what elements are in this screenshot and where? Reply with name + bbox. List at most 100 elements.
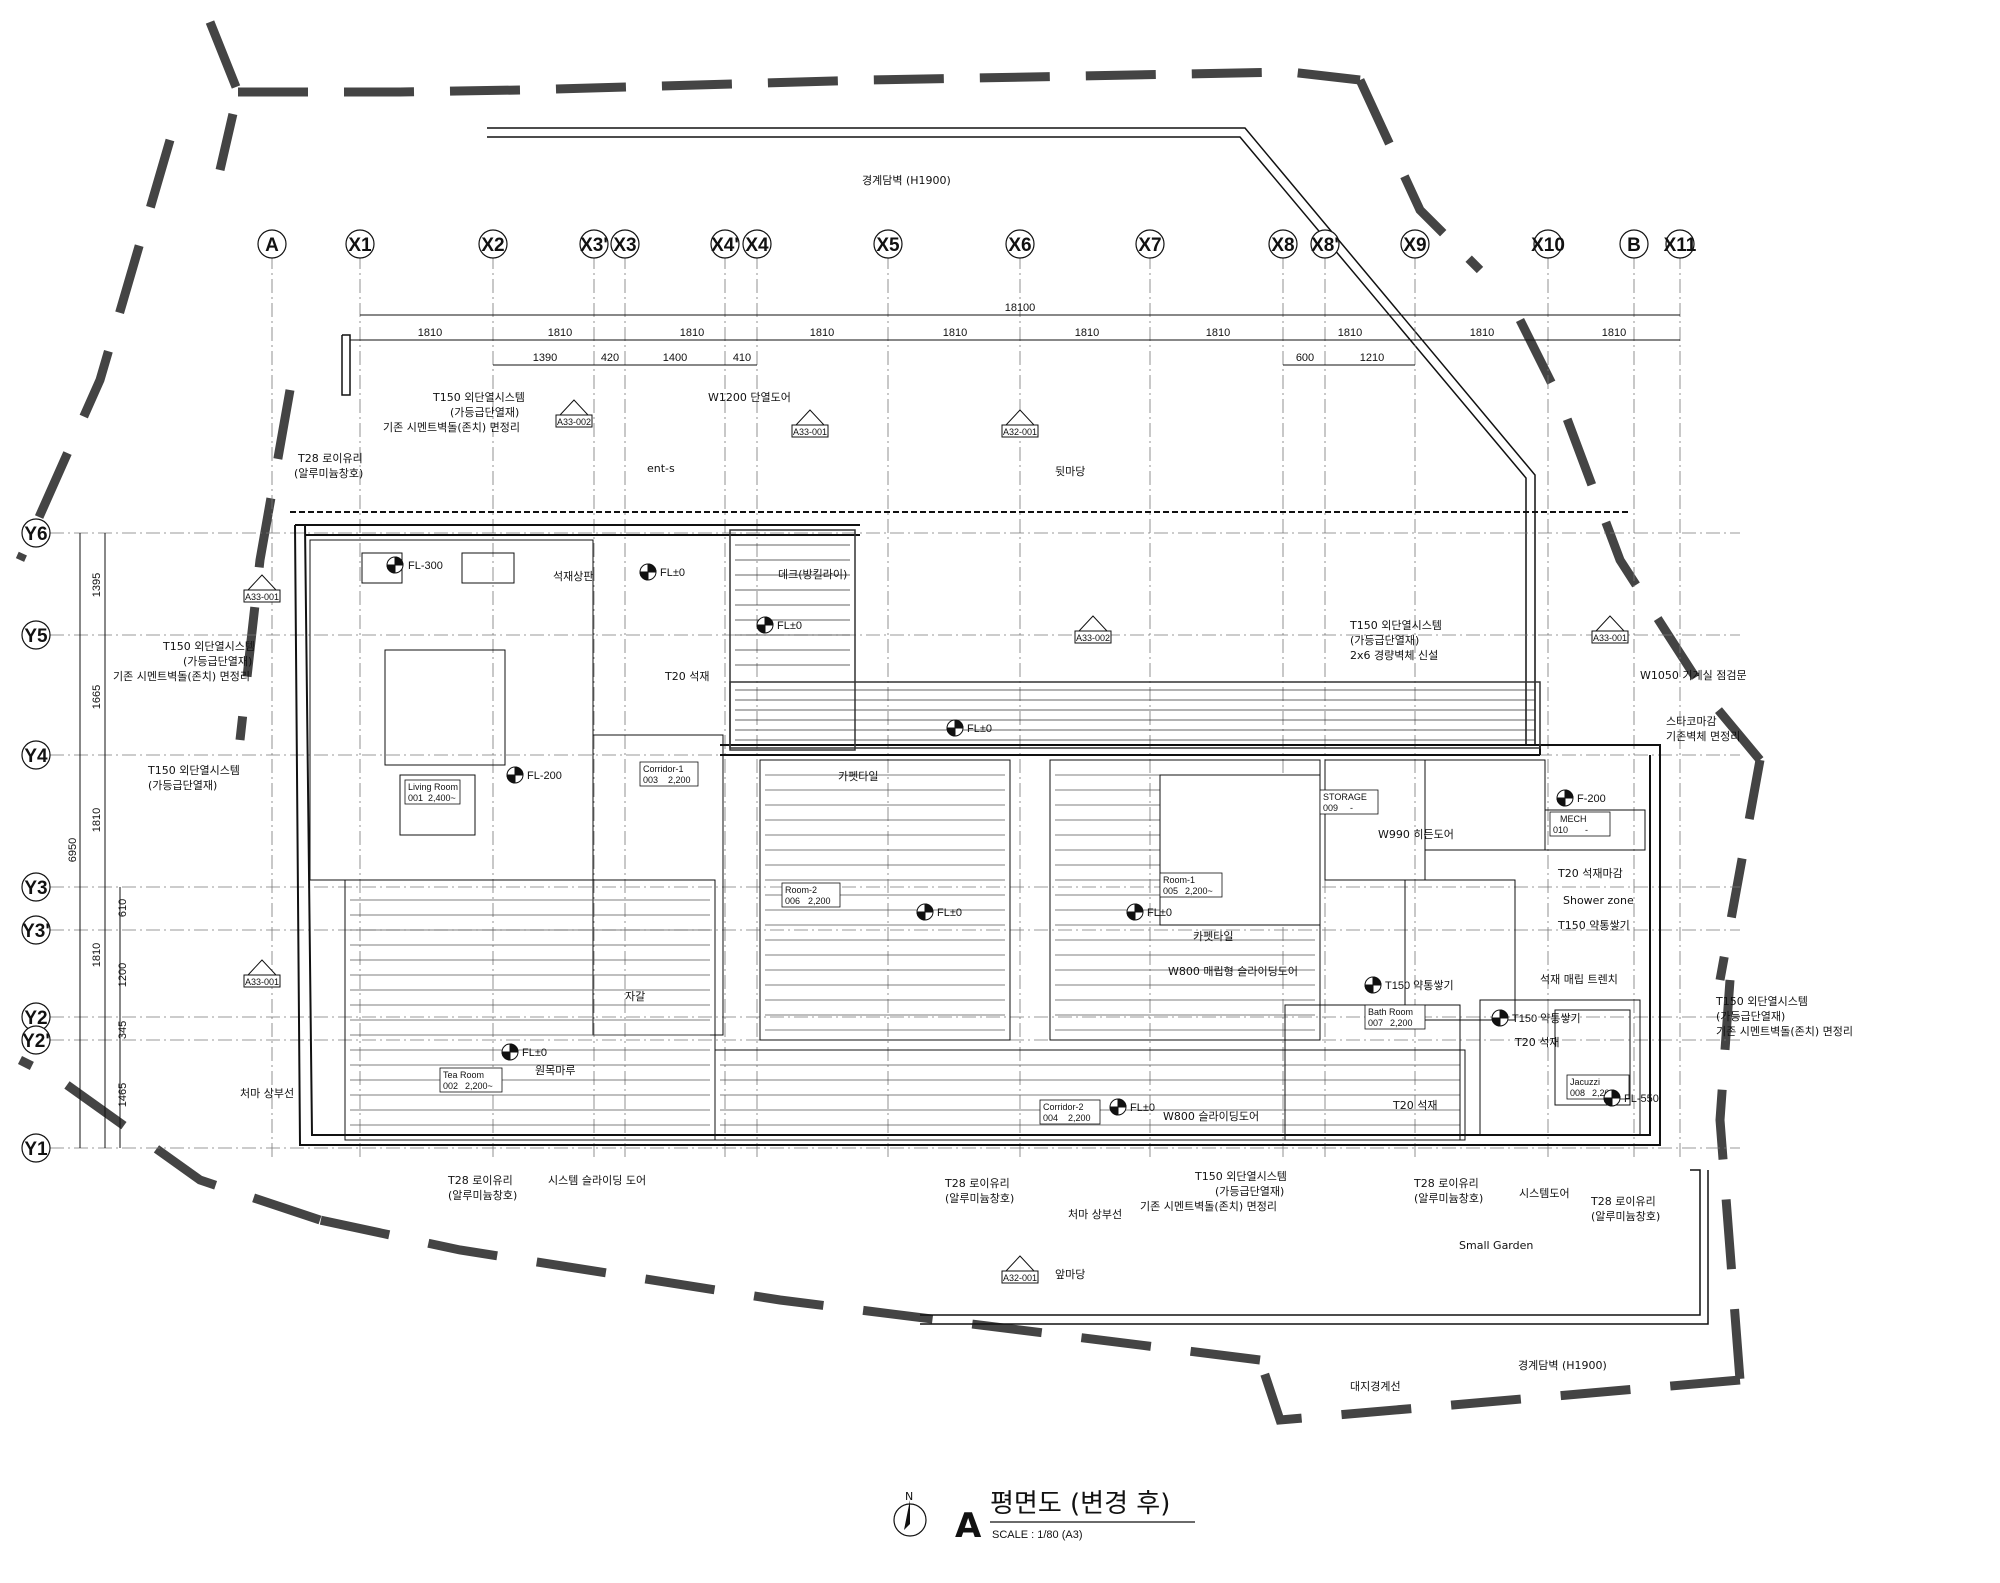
note: W800 슬라이딩도어 <box>1163 1110 1259 1123</box>
section-mark-sheet: A33-001 <box>793 427 827 437</box>
dim-bay: 1810 <box>680 327 704 339</box>
room-no: 008 <box>1570 1088 1585 1098</box>
boundary-wall-label-top: 경계담벽 (H1900) <box>862 174 951 187</box>
dim-vertical: 1395 <box>91 573 103 597</box>
note: Small Garden <box>1459 1239 1533 1252</box>
grid-labels-y: Y6 Y5 Y4 Y3 Y3' Y2 Y2' Y1 <box>22 524 50 1160</box>
grid-bubble-Y4 <box>21 740 51 770</box>
dimension-lines-left <box>79 533 121 1148</box>
property-boundary <box>15 20 1765 1425</box>
section-arrow <box>1594 615 1626 632</box>
room-no: 001 <box>408 793 423 803</box>
note: (알루미늄창호) <box>1414 1191 1483 1205</box>
room-area: - <box>1585 825 1588 835</box>
note: T150 외단열시스템 <box>147 764 240 777</box>
section-arrow <box>794 409 826 426</box>
note: 석재 매립 트렌치 <box>1540 973 1618 986</box>
tea-room-deck <box>344 879 716 1141</box>
level-label: FL±0 <box>1130 1102 1155 1114</box>
dim-bay: 1810 <box>1470 327 1494 339</box>
room-no: 005 <box>1163 886 1178 896</box>
note: (알루미늄창호) <box>1591 1209 1660 1223</box>
title-letter: A <box>955 1506 982 1546</box>
note: T28 로이유리 <box>1413 1177 1479 1190</box>
note: T150 외단열시스템 <box>432 391 525 404</box>
grid-label-X4: X4 <box>745 235 769 256</box>
grid-label-Y2: Y2 <box>24 1008 47 1029</box>
note: 스타코마감 <box>1666 715 1717 728</box>
exterior-walls <box>290 511 1661 1146</box>
dim-vertical: 1810 <box>91 943 103 967</box>
room-no: 009 <box>1323 803 1338 813</box>
room-no: 006 <box>785 896 800 906</box>
grid-bubbles-x <box>257 229 1695 259</box>
dimension-text-top: 18100 1810 1810 1810 1810 1810 1810 1810… <box>418 302 1626 364</box>
grid-bubble-Y5 <box>21 620 51 650</box>
note: W800 매립형 슬라이딩도어 <box>1168 965 1298 978</box>
grid-label-X8p: X8' <box>1311 235 1339 256</box>
title-block: N A 평면도 (변경 후) SCALE : 1/80 (A3) <box>893 1489 1195 1546</box>
grid-bubble-X7 <box>1135 229 1165 259</box>
note: W1200 단열도어 <box>708 391 791 404</box>
grid-label-Y6: Y6 <box>24 524 47 545</box>
room-tag-labels: Living Room 001 2,400~ Tea Room 002 2,20… <box>408 764 1615 1123</box>
boundary-wall-label-bottom: 경계담벽 (H1900) <box>1518 1359 1607 1372</box>
grid-bubble-X4p <box>710 229 740 259</box>
note: 기존 시멘트벽돌(존치) 면정리 <box>383 421 520 434</box>
dim-sub: 410 <box>733 352 751 364</box>
grid-label-X7: X7 <box>1138 235 1161 256</box>
note: (가등급단열재) <box>148 779 217 792</box>
note: 앞마당 <box>1055 1268 1085 1281</box>
grid-label-Y4: Y4 <box>24 746 48 767</box>
room-area: 2,200 <box>1390 1018 1413 1028</box>
dim-sub: 420 <box>601 352 619 364</box>
dim-bay: 1810 <box>810 327 834 339</box>
room-1-floor <box>1049 759 1321 1041</box>
note: T150 외단열시스템 <box>1194 1170 1287 1183</box>
note: W990 히든도어 <box>1378 827 1454 841</box>
annotation-notes: T150 외단열시스템 (가등급단열재) 기존 시멘트벽돌(존치) 면정리 W1… <box>113 391 1853 1281</box>
living-room-area <box>309 539 724 1036</box>
section-mark-sheet: A33-001 <box>245 592 279 602</box>
section-mark-sheet: A33-002 <box>557 417 591 427</box>
grid-bubbles-y <box>21 518 51 1163</box>
note: Shower zone <box>1563 894 1634 907</box>
room-name: Living Room <box>408 782 458 792</box>
section-mark-sheet: A32-001 <box>1003 427 1037 437</box>
dim-vertical: 1810 <box>91 808 103 832</box>
level-label: FL±0 <box>660 567 685 579</box>
note: 시스템도어 <box>1519 1187 1570 1200</box>
grid-label-X5: X5 <box>876 235 900 256</box>
room-area: 2,200~ <box>465 1081 493 1091</box>
section-arrow <box>1077 615 1109 632</box>
dim-bay: 1810 <box>1602 327 1626 339</box>
rear-yard-label: 뒷마당 <box>1055 465 1085 478</box>
dimension-lines-top <box>350 314 1680 366</box>
note: T150 외단열시스템 <box>1349 619 1442 632</box>
room-name: Tea Room <box>443 1070 484 1080</box>
grid-bubble-Y3 <box>21 872 51 902</box>
grid-label-X2: X2 <box>481 235 504 256</box>
room-no: 002 <box>443 1081 458 1091</box>
note: 기존 시멘트벽돌(존치) 면정리 <box>113 670 250 683</box>
note: 시스템 슬라이딩 도어 <box>548 1174 646 1187</box>
grid-label-X9: X9 <box>1403 235 1426 256</box>
grid-bubble-X9 <box>1400 229 1430 259</box>
grid-label-X1: X1 <box>348 235 372 256</box>
page-title: 평면도 (변경 후) <box>990 1489 1170 1519</box>
dim-bay: 1810 <box>1206 327 1230 339</box>
note: T28 로이유리 <box>297 452 363 465</box>
grid-bubble-Y6 <box>21 518 51 548</box>
room-area: - <box>1350 803 1353 813</box>
grid-bubble-X8 <box>1268 229 1298 259</box>
grid-bubble-B <box>1619 229 1649 259</box>
note: (알루미늄창호) <box>945 1191 1014 1205</box>
grid-label-X3p: X3' <box>580 235 608 256</box>
grid-label-B: B <box>1627 235 1641 256</box>
dim-sub: 1390 <box>533 352 557 364</box>
grid-bubble-A <box>257 229 287 259</box>
note: T20 석재 <box>1392 1099 1437 1112</box>
room-area: 2,200 <box>1068 1113 1091 1123</box>
note: (가등급단열재) <box>1215 1185 1284 1198</box>
level-label: FL-200 <box>527 770 562 782</box>
